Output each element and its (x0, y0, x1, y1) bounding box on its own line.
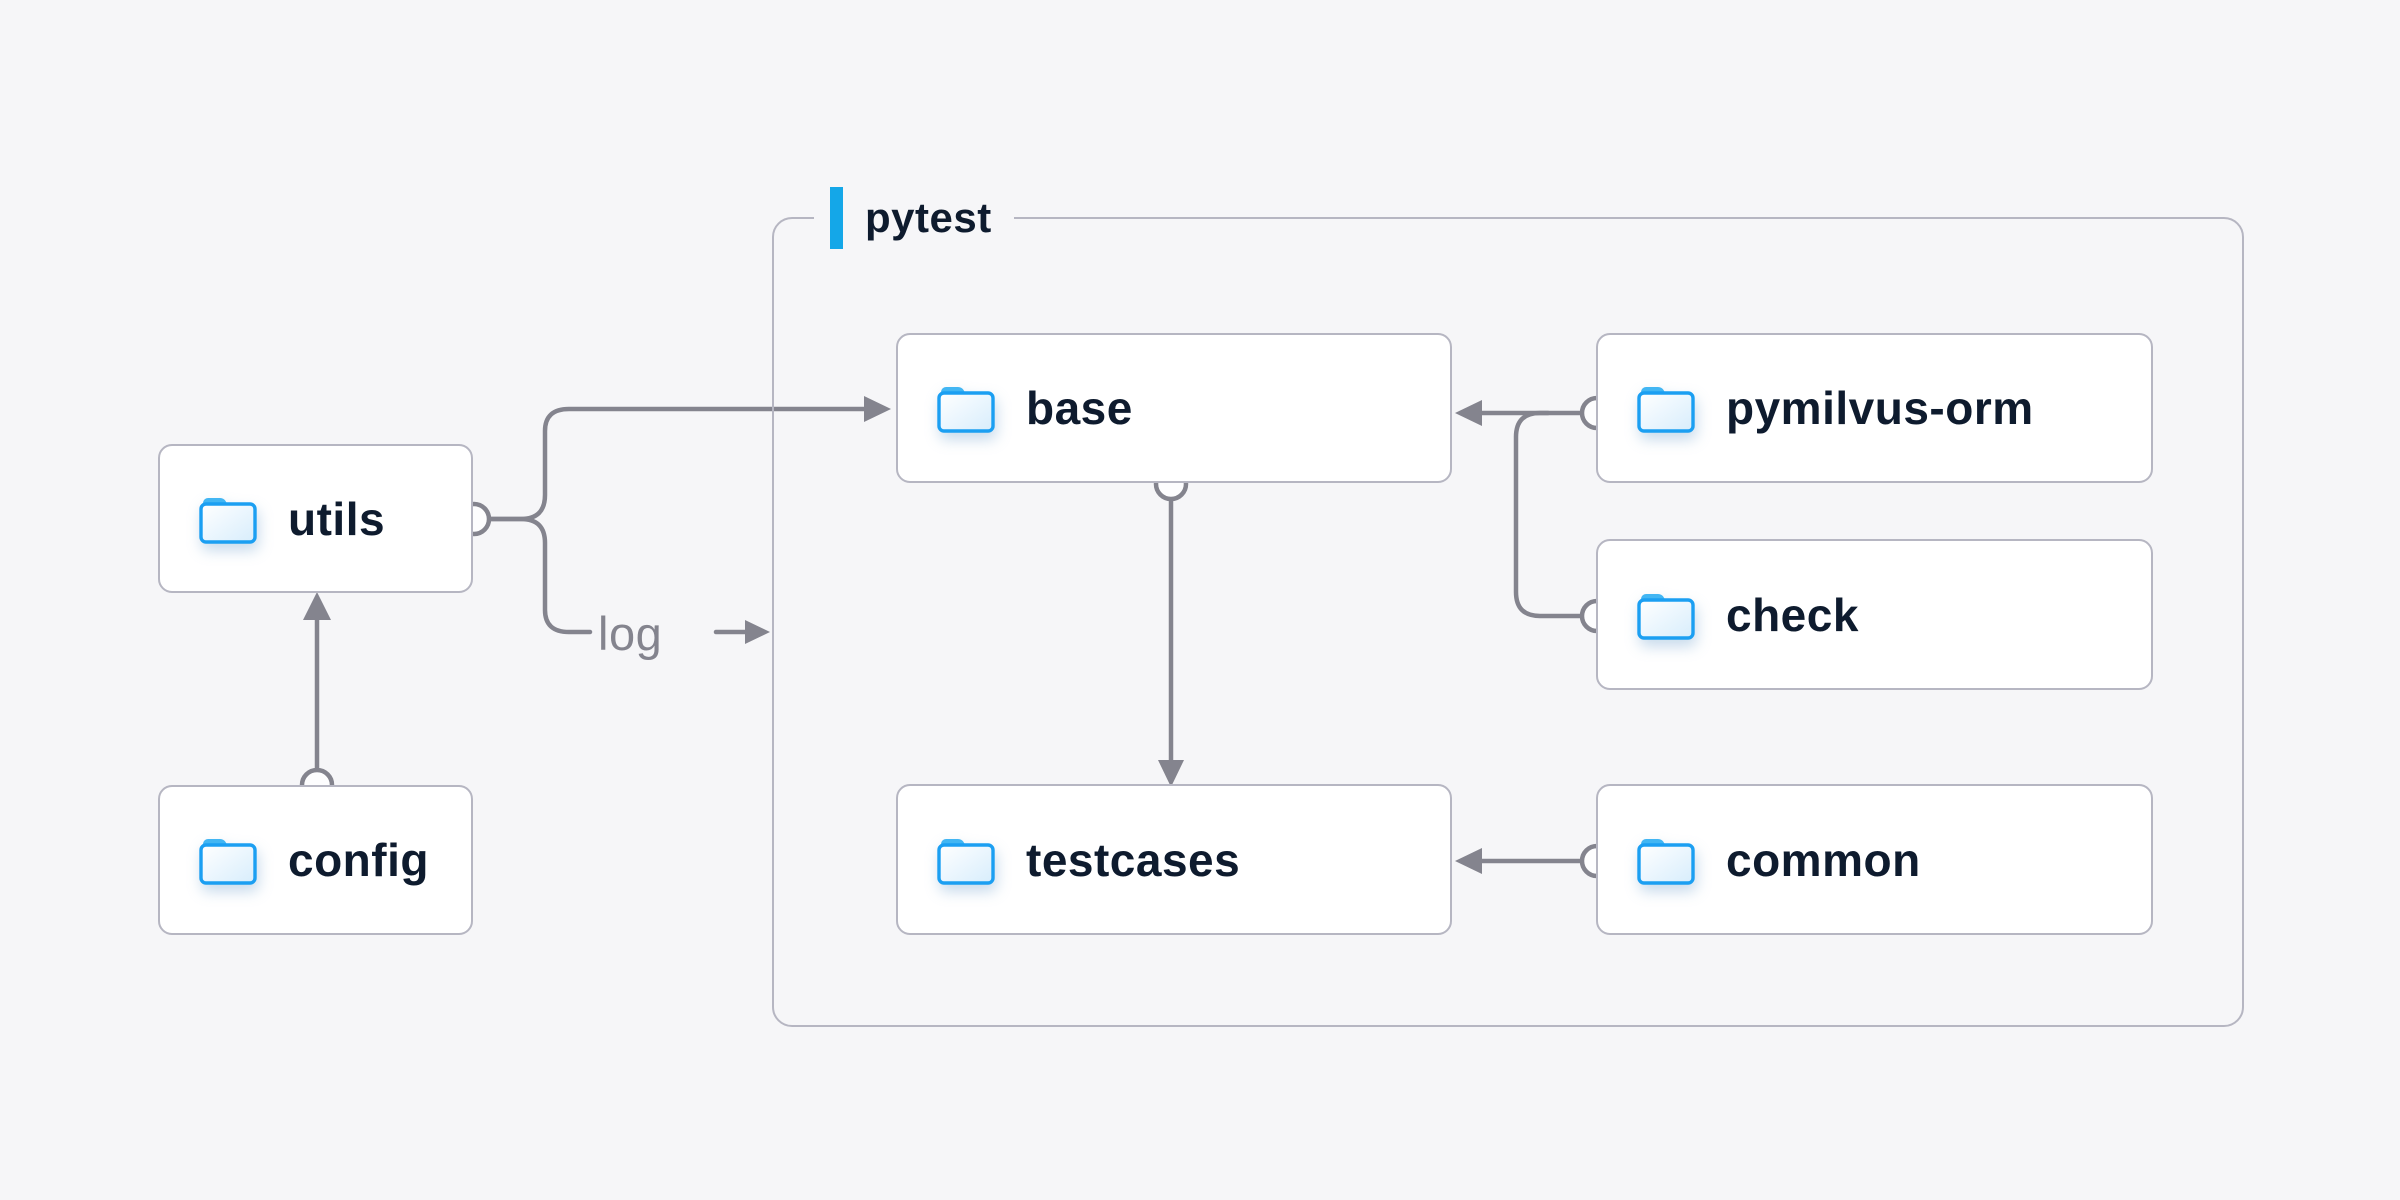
arrowhead-common-testcases (1455, 848, 1482, 874)
node-pymilvus-orm: pymilvus-orm (1596, 333, 2153, 483)
node-label: pymilvus-orm (1726, 382, 2034, 434)
folder-icon (1637, 838, 1695, 885)
edge-utils-log (485, 516, 593, 635)
node-check: check (1596, 539, 2153, 690)
node-base: base (896, 333, 1452, 483)
node-label: testcases (1026, 833, 1241, 886)
node-common: common (1596, 784, 2153, 935)
folder-icon (1637, 386, 1695, 433)
pytest-group-label: pytest (814, 186, 1014, 250)
node-label: common (1726, 833, 1921, 886)
edge-check-base (1513, 410, 1585, 619)
node-label: utils (288, 492, 386, 545)
arrowhead-utils-base (864, 396, 891, 422)
arrowhead-pymilvus-base (1455, 400, 1482, 426)
group-title: pytest (865, 194, 992, 241)
node-label: base (1026, 382, 1133, 434)
folder-icon (199, 838, 257, 885)
log-edge-text: log (598, 606, 663, 660)
log-edge-label: log (598, 604, 662, 662)
arrowhead-config-utils (303, 592, 331, 620)
node-utils: utils (158, 444, 473, 593)
pytest-group-container: pytest (772, 186, 2244, 1027)
folder-icon (199, 497, 257, 544)
node-config: config (158, 785, 473, 935)
accent-bar (830, 187, 843, 249)
node-label: config (288, 834, 429, 886)
arrowhead-base-testcases (1158, 760, 1184, 787)
folder-icon (937, 386, 995, 433)
node-label: check (1726, 588, 1859, 641)
node-testcases: testcases (896, 784, 1452, 935)
arrowhead-log-group (745, 620, 770, 644)
edge-utils-base (485, 406, 869, 522)
folder-icon (1637, 593, 1695, 640)
folder-icon (937, 838, 995, 885)
